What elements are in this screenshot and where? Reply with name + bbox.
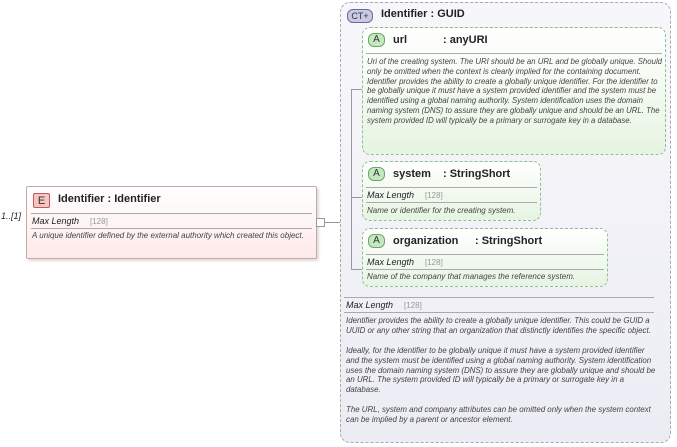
attribute-branch-url [351, 89, 364, 90]
element-badge-icon: E [33, 193, 50, 208]
attribute-name: system [393, 168, 431, 180]
attribute-divider-2 [366, 202, 537, 203]
attribute-organization[interactable]: A organization : StringShort Max Length … [362, 228, 608, 287]
attribute-divider-2 [366, 269, 604, 270]
attribute-badge-icon: A [368, 167, 385, 181]
attribute-branch-system [351, 197, 364, 198]
element-divider-2 [31, 228, 312, 229]
complex-type-badge-icon: CT+ [347, 9, 373, 23]
complex-type-facet-name: Max Length [346, 300, 394, 310]
attribute-doc: Uri of the creating system. The URI shou… [367, 57, 663, 125]
attribute-url[interactable]: A url : anyURI Uri of the creating syste… [362, 27, 666, 155]
attribute-facet-name: Max Length [367, 257, 415, 267]
attribute-divider [366, 254, 604, 255]
cardinality-label: 1..[1] [1, 211, 22, 221]
attribute-doc: Name or identifier for the creating syst… [367, 206, 516, 215]
complex-type-facet-value: [128] [404, 301, 422, 310]
connector-line [325, 222, 350, 223]
attribute-divider [366, 53, 662, 54]
attribute-name: organization [393, 235, 459, 247]
complex-type-divider [344, 297, 654, 298]
attribute-facet-name: Max Length [367, 190, 415, 200]
element-title: Identifier : Identifier [58, 193, 161, 205]
attribute-tree-line [351, 89, 352, 269]
complex-type-divider-2 [344, 312, 654, 313]
complex-type-doc: Identifier provides the ability to creat… [346, 316, 656, 425]
complex-type-guid[interactable]: CT+ Identifier : GUID A url : anyURI Uri… [340, 2, 671, 443]
attribute-doc: Name of the company that manages the ref… [367, 272, 576, 281]
element-facet-name: Max Length [32, 216, 80, 226]
element-doc: A unique identifier defined by the exter… [32, 231, 304, 240]
attribute-system[interactable]: A system : StringShort Max Length [128] … [362, 161, 541, 221]
attribute-facet-value: [128] [425, 191, 443, 200]
element-divider [31, 213, 312, 214]
attribute-badge-icon: A [368, 33, 385, 47]
attribute-type: : StringShort [475, 235, 543, 247]
complex-type-title: Identifier : GUID [381, 8, 465, 20]
attribute-type: : StringShort [443, 168, 511, 180]
attribute-badge-icon: A [368, 234, 385, 248]
element-facet-value: [128] [90, 217, 108, 226]
attribute-name: url [393, 34, 408, 46]
element-identifier[interactable]: E Identifier : Identifier Max Length [12… [26, 186, 317, 259]
sequence-connector-icon[interactable] [316, 218, 325, 227]
attribute-facet-value: [128] [425, 258, 443, 267]
attribute-divider [366, 187, 537, 188]
attribute-type: : anyURI [443, 34, 488, 46]
attribute-branch-organization [351, 269, 364, 270]
